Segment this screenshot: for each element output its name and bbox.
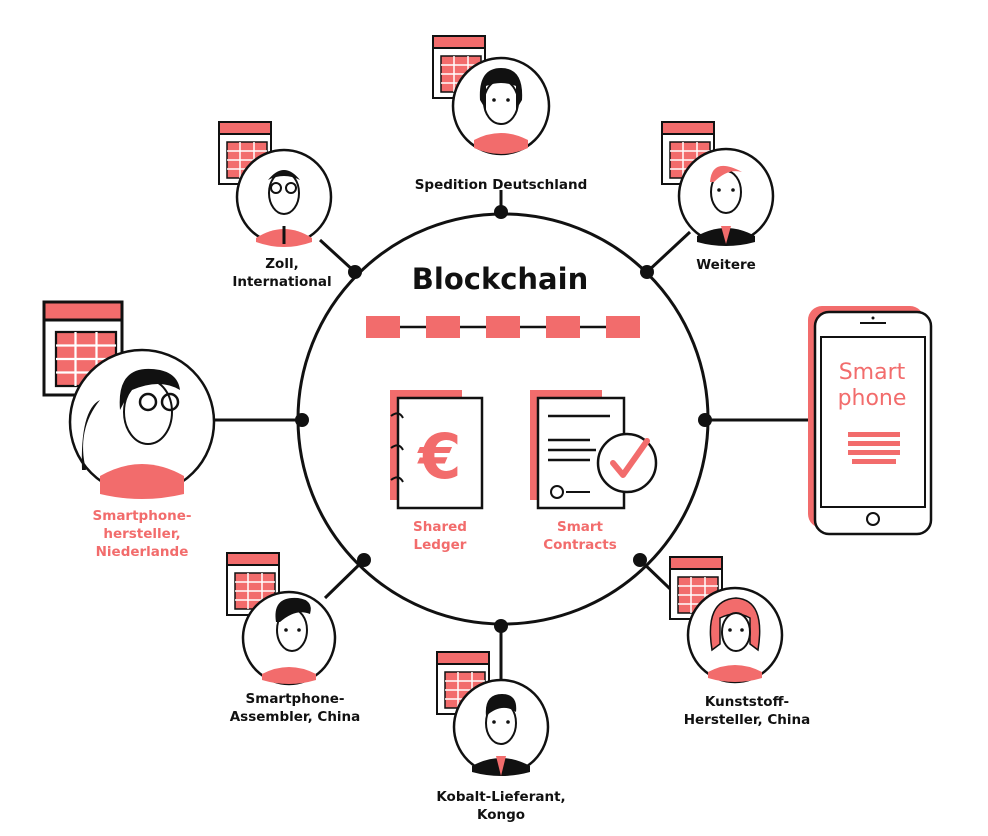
- avatar-assembler: [241, 590, 337, 686]
- avatar-kobalt: [452, 678, 550, 776]
- avatar-zoll: [235, 148, 333, 247]
- node-dot-right: [698, 413, 712, 427]
- node-dot-bottom-right: [633, 553, 647, 567]
- participant-label-kunststoff: Kunststoff-Hersteller, China: [683, 694, 811, 728]
- node-dot-top-left: [348, 265, 362, 279]
- connector-assembler: [323, 558, 366, 600]
- node-dot-bottom: [494, 619, 508, 633]
- connector-weitere: [645, 230, 692, 274]
- node-dot-bottom-left: [357, 553, 371, 567]
- node-dot-top: [494, 205, 508, 219]
- checkmark-icon: [596, 432, 658, 494]
- avatar-weitere: [677, 147, 775, 246]
- avatar-spedition: [451, 56, 551, 156]
- participant-label-assembler: Smartphone-Assembler, China: [229, 691, 361, 725]
- avatar-hersteller: [68, 348, 216, 499]
- diagram-title: Blockchain: [411, 262, 589, 296]
- participant-label-zoll: Zoll,International: [232, 256, 332, 290]
- avatar-kunststoff: [686, 586, 784, 684]
- participant-label-hersteller: Smartphone-hersteller,Niederlande: [92, 508, 192, 560]
- node-dot-left: [295, 413, 309, 427]
- node-dot-top-right: [640, 265, 654, 279]
- chain-blocks-icon: [366, 316, 640, 338]
- ledger-book-icon: [390, 390, 484, 510]
- participant-label-weitere: Weitere: [696, 257, 756, 273]
- connector-zoll: [318, 238, 357, 274]
- smartphone-device: [808, 306, 933, 536]
- participant-label-kobalt: Kobalt-Lieferant,Kongo: [436, 789, 566, 823]
- euro-icon: €: [416, 420, 461, 493]
- participant-label-spedition: Spedition Deutschland: [414, 177, 588, 193]
